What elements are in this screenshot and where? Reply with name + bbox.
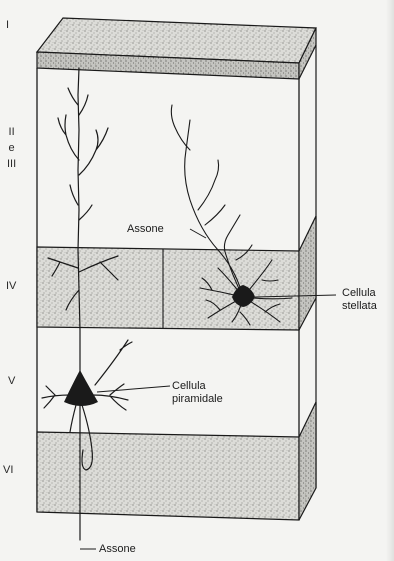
layer-6-label: VI bbox=[3, 464, 13, 476]
axon-top-label: Assone bbox=[127, 223, 164, 235]
layer-6-band bbox=[37, 402, 316, 520]
layer-2-3-label: II e III bbox=[7, 124, 16, 172]
layer-4-label: IV bbox=[6, 280, 16, 292]
pyramidal-soma bbox=[64, 370, 98, 406]
layer-1-label: I bbox=[6, 19, 9, 31]
scan-shadow bbox=[386, 0, 394, 561]
pyramidal-cell-label: Cellula piramidale bbox=[172, 380, 223, 406]
leader-pyramidal bbox=[97, 386, 170, 392]
stellate-cell-label: Cellula stellata bbox=[342, 287, 377, 313]
axon-bottom-label: Assone bbox=[99, 543, 136, 555]
layer-5-label: V bbox=[8, 375, 15, 387]
